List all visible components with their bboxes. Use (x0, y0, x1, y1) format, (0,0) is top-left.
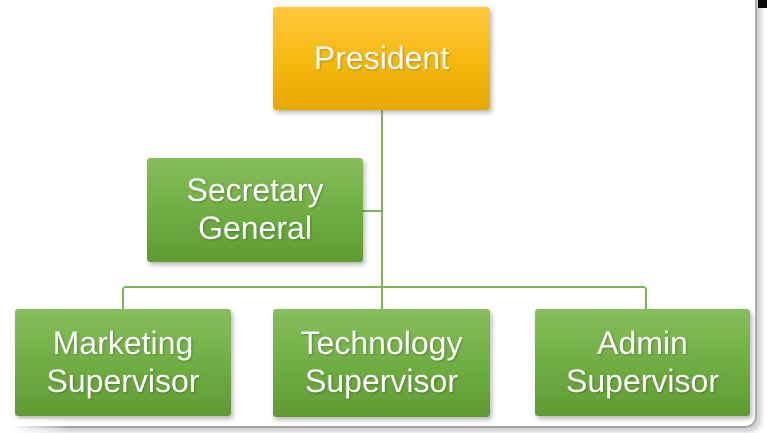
org-node-president[interactable]: President (273, 7, 490, 110)
org-node-admin-supervisor[interactable]: Admin Supervisor (535, 309, 750, 416)
org-node-admin-supervisor-label: Admin Supervisor (566, 324, 719, 399)
slide-edge-left-fade (0, 419, 70, 433)
org-node-technology-supervisor-label: Technology Supervisor (300, 325, 463, 399)
org-node-marketing-supervisor[interactable]: Marketing Supervisor (15, 309, 231, 416)
org-node-secretary-general[interactable]: Secretary General (147, 158, 363, 262)
corner-mark (758, 0, 767, 8)
connector-president-vertical (381, 110, 383, 309)
connector-supervisors-bracket (122, 286, 647, 312)
connector-secretary-general (363, 210, 382, 212)
org-node-marketing-supervisor-label: Marketing Supervisor (46, 324, 200, 399)
org-node-technology-supervisor[interactable]: Technology Supervisor (273, 309, 490, 417)
org-node-secretary-general-label: Secretary General (186, 172, 324, 246)
org-node-president-label: President (313, 39, 450, 76)
